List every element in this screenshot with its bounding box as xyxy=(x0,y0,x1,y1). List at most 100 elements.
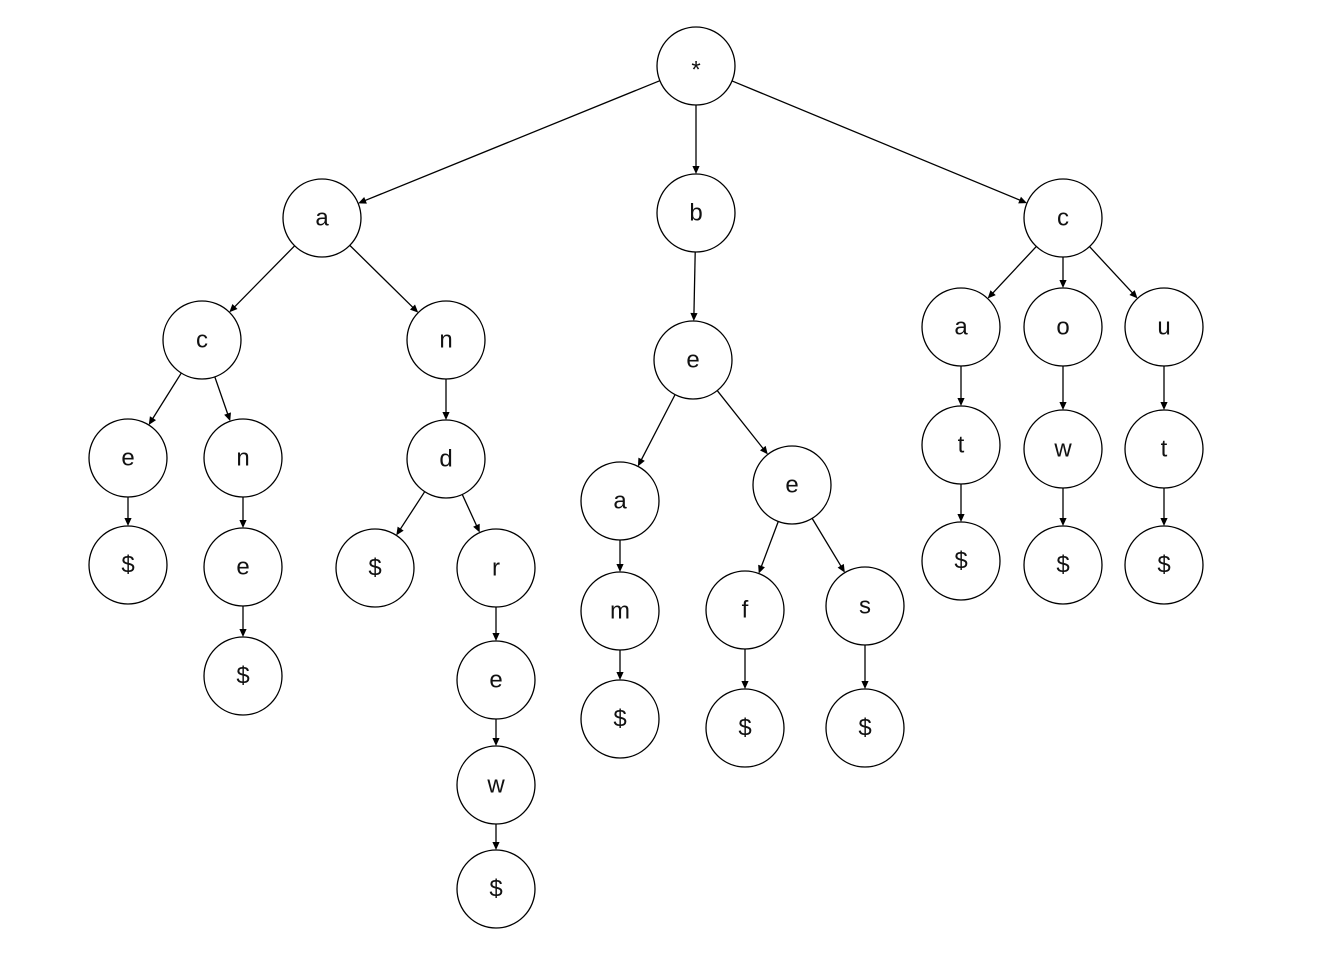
trie-node-letter-n: n xyxy=(406,300,486,380)
node-circle xyxy=(1023,287,1103,367)
edge-andrew-to-andrew_end xyxy=(492,824,500,850)
node-label: e xyxy=(489,667,502,694)
trie-node-letter-w: w xyxy=(456,745,536,825)
arrowhead-icon xyxy=(616,564,624,572)
trie-node-end-marker: $ xyxy=(203,636,283,716)
node-label: t xyxy=(1161,436,1168,463)
node-label: e xyxy=(785,472,798,499)
arrowhead-icon xyxy=(957,398,965,406)
arrowhead-icon xyxy=(473,523,480,533)
node-circle xyxy=(705,688,785,768)
node-circle xyxy=(752,445,832,525)
arrowhead-icon xyxy=(692,166,700,174)
arrowhead-icon xyxy=(837,563,845,573)
arrowhead-icon xyxy=(861,681,869,689)
node-circle xyxy=(580,571,660,651)
arrowhead-icon xyxy=(1059,518,1067,526)
edge-line xyxy=(716,390,765,451)
arrowhead-icon xyxy=(492,738,500,746)
trie-node-end-marker: $ xyxy=(456,849,536,929)
edges-layer xyxy=(124,80,1168,850)
edge-acne-to-acne_end xyxy=(239,606,247,637)
arrowhead-icon xyxy=(987,290,996,299)
edge-root-to-c xyxy=(731,80,1027,204)
edge-line xyxy=(731,80,1022,202)
trie-node-letter-a: a xyxy=(282,178,362,258)
node-circle xyxy=(580,461,660,541)
node-circle xyxy=(203,527,283,607)
node-label: b xyxy=(689,200,702,227)
arrowhead-icon xyxy=(148,416,157,425)
trie-node-letter-e: e xyxy=(752,445,832,525)
node-label: w xyxy=(486,772,505,799)
node-circle xyxy=(1023,409,1103,489)
trie-node-end-marker: $ xyxy=(825,688,905,768)
arrowhead-icon xyxy=(124,518,132,526)
node-circle xyxy=(1023,178,1103,258)
node-circle xyxy=(705,570,785,650)
node-label: e xyxy=(121,445,134,472)
node-label: $ xyxy=(613,706,626,733)
arrowhead-icon xyxy=(1129,290,1138,299)
edge-cow-to-cow_end xyxy=(1059,488,1067,526)
edge-bee-to-bees xyxy=(811,518,845,573)
node-label: $ xyxy=(738,715,751,742)
arrowhead-icon xyxy=(637,457,645,467)
node-label: c xyxy=(196,327,208,354)
node-label: r xyxy=(492,555,500,582)
node-label: $ xyxy=(1157,552,1170,579)
node-label: e xyxy=(236,554,249,581)
trie-node-letter-e: e xyxy=(203,527,283,607)
trie-node-letter-a: a xyxy=(580,461,660,541)
arrowhead-icon xyxy=(492,633,500,641)
edge-line xyxy=(640,394,676,462)
node-label: u xyxy=(1157,314,1170,341)
edge-line xyxy=(399,491,426,531)
node-label: w xyxy=(1053,436,1072,463)
trie-node-letter-s: s xyxy=(825,566,905,646)
edge-line xyxy=(151,372,182,421)
edge-a-to-an xyxy=(349,244,419,313)
node-circle xyxy=(282,178,362,258)
trie-node-letter-n: n xyxy=(203,418,283,498)
edge-bee-to-beef xyxy=(758,521,779,574)
trie-node-end-marker: $ xyxy=(88,525,168,605)
node-label: f xyxy=(742,597,749,624)
trie-node-end-marker: $ xyxy=(1023,525,1103,605)
node-label: * xyxy=(691,57,700,84)
edge-beam-to-beam_end xyxy=(616,650,624,680)
node-label: $ xyxy=(236,663,249,690)
node-circle xyxy=(656,26,736,106)
arrowhead-icon xyxy=(759,445,768,455)
node-circle xyxy=(825,566,905,646)
edge-line xyxy=(461,494,478,528)
edge-and-to-andr xyxy=(461,494,480,533)
node-circle xyxy=(656,173,736,253)
node-label: $ xyxy=(858,715,871,742)
arrowhead-icon xyxy=(741,681,749,689)
edge-co-to-cow xyxy=(1059,366,1067,410)
node-circle xyxy=(580,679,660,759)
node-label: $ xyxy=(489,876,502,903)
edge-be-to-bea xyxy=(637,394,676,467)
node-label: $ xyxy=(954,548,967,575)
trie-node-letter-r: r xyxy=(456,528,536,608)
node-circle xyxy=(335,528,415,608)
node-circle xyxy=(456,745,536,825)
node-circle xyxy=(1124,525,1204,605)
node-circle xyxy=(921,287,1001,367)
node-label: $ xyxy=(368,555,381,582)
node-circle xyxy=(88,525,168,605)
edge-line xyxy=(363,80,661,202)
trie-node-letter-e: e xyxy=(653,320,733,400)
edge-line xyxy=(693,251,696,316)
edge-a-to-ac xyxy=(229,245,296,313)
node-circle xyxy=(456,849,536,929)
node-label: s xyxy=(859,593,871,620)
edge-line xyxy=(1089,246,1134,295)
edge-c-to-co xyxy=(1059,257,1067,288)
edge-line xyxy=(214,376,229,416)
arrowhead-icon xyxy=(1160,518,1168,526)
node-label: a xyxy=(613,488,627,515)
